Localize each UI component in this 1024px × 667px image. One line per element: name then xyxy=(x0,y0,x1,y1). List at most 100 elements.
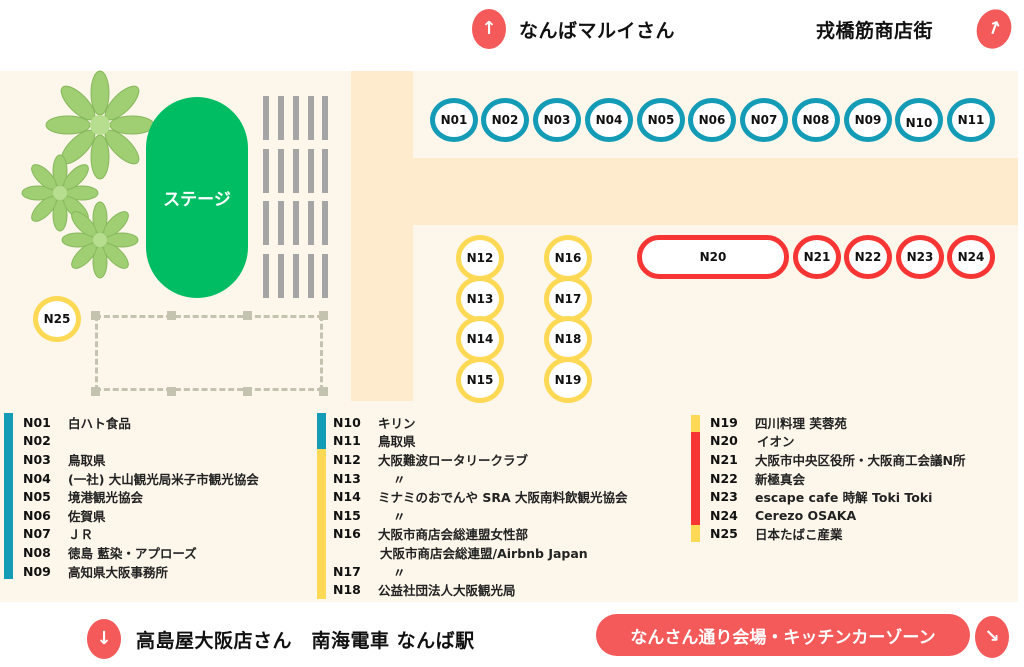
legend-name: ＪＲ xyxy=(68,527,94,543)
legend-name: 〃 xyxy=(393,471,406,487)
booth-n05[interactable]: N05 xyxy=(637,98,685,142)
seat-bench xyxy=(308,149,314,193)
legend-name: 鳥取県 xyxy=(378,434,416,450)
legend-color-bar-yellow xyxy=(317,449,326,599)
legend-code: N17 xyxy=(333,563,361,579)
legend-name: (一社) 大山観光局米子市観光協会 xyxy=(68,471,259,487)
seat-bench xyxy=(293,254,299,298)
booth-n08[interactable]: N08 xyxy=(792,98,840,142)
seat-bench xyxy=(278,96,284,140)
legend-name: 日本たばこ産業 xyxy=(755,527,843,543)
legend-code: N24 xyxy=(710,507,738,523)
legend-code: N22 xyxy=(710,470,738,486)
booth-n19[interactable]: N19 xyxy=(544,357,592,403)
legend-code: N18 xyxy=(333,582,361,598)
legend-name: 鳥取県 xyxy=(68,452,106,468)
legend-code: N19 xyxy=(710,414,738,430)
seat-bench xyxy=(293,201,299,245)
booth-n10[interactable]: N10 xyxy=(895,98,943,142)
legend-item: N25 日本たばこ産業 xyxy=(710,525,965,544)
arrow-down-right-icon[interactable]: ↘ xyxy=(975,616,1009,658)
booth-n14[interactable]: N14 xyxy=(456,316,504,362)
seat-bench xyxy=(322,149,328,193)
legend-name: イオン xyxy=(757,434,795,450)
seat-bench xyxy=(263,201,269,245)
direction-label-marui: なんばマルイさん xyxy=(519,20,676,42)
booth-n15[interactable]: N15 xyxy=(456,357,504,403)
booth-n20[interactable]: N20 xyxy=(637,235,789,279)
legend-item: N21 大阪市中央区役所・大阪商工会議N所 xyxy=(710,450,965,469)
tree-icon xyxy=(61,201,139,279)
legend-code: N16 xyxy=(333,526,361,542)
booth-n04[interactable]: N04 xyxy=(585,98,633,142)
fence-post xyxy=(319,387,328,396)
legend-name: キリン xyxy=(378,415,416,431)
booth-n07[interactable]: N07 xyxy=(740,98,788,142)
booth-n02[interactable]: N02 xyxy=(481,98,529,142)
corridor-vertical xyxy=(351,71,413,401)
tree-icon xyxy=(45,70,155,180)
fence-post xyxy=(167,311,176,320)
direction-label-ebisubashi: 戎橋筋商店街 xyxy=(816,20,934,42)
legend-item: N07 ＪＲ xyxy=(23,525,259,544)
booth-n11[interactable]: N11 xyxy=(947,98,995,142)
legend-name: 佐賀県 xyxy=(68,508,106,524)
legend-code: N08 xyxy=(23,544,51,560)
legend-code: N14 xyxy=(333,489,361,505)
legend-code: N12 xyxy=(333,451,361,467)
legend-name: 境港観光協会 xyxy=(68,490,144,506)
booth-n16[interactable]: N16 xyxy=(544,235,592,281)
booth-n24[interactable]: N24 xyxy=(947,235,995,279)
legend-color-bar-yellow xyxy=(691,525,700,542)
legend-code: N01 xyxy=(23,414,51,430)
legend-color-bar-blue xyxy=(317,413,326,449)
fence-post xyxy=(243,387,252,396)
legend-name: 〃 xyxy=(393,564,406,580)
booth-n06[interactable]: N06 xyxy=(688,98,736,142)
legend-name: 大阪市中央区役所・大阪商工会議N所 xyxy=(755,452,966,468)
direction-label-takashimaya-nankai: 高島屋大阪店さん 南海電車 なんば駅 xyxy=(136,630,475,652)
stage-label: ステージ xyxy=(163,190,231,210)
legend-name: 徳島 藍染・アプローズ xyxy=(68,545,197,561)
legend-code: N05 xyxy=(23,489,51,505)
booth-n23[interactable]: N23 xyxy=(896,235,944,279)
legend-item: N13 〃 xyxy=(333,469,628,488)
stage[interactable]: ステージ xyxy=(146,97,248,298)
legend-code: N07 xyxy=(23,526,51,542)
legend-color-bar-blue xyxy=(4,413,13,579)
legend-item: N15〃 xyxy=(333,506,628,525)
fenced-area xyxy=(95,315,323,391)
booth-n09[interactable]: N09 xyxy=(844,98,892,142)
legend-name: 大阪市商店会総連盟/Airbnb Japan xyxy=(380,545,588,561)
seat-bench xyxy=(293,96,299,140)
legend-color-bar-yellow xyxy=(691,415,700,432)
booth-n21[interactable]: N21 xyxy=(793,235,841,279)
booth-n22[interactable]: N22 xyxy=(844,235,892,279)
booth-n18[interactable]: N18 xyxy=(544,316,592,362)
legend-code: N21 xyxy=(710,451,738,467)
booth-n12[interactable]: N12 xyxy=(456,235,504,281)
seat-bench xyxy=(322,254,328,298)
legend-code: N06 xyxy=(23,507,51,523)
legend-code: N13 xyxy=(333,470,361,486)
legend-code: N02 xyxy=(23,433,51,449)
seat-bench xyxy=(308,201,314,245)
arrow-down-icon: ↓ xyxy=(87,619,121,659)
kitchen-car-zone-link[interactable]: なんさん通り会場・キッチンカーゾーン xyxy=(596,614,970,656)
booth-n01[interactable]: N01 xyxy=(430,98,478,142)
legend-item: 大阪市商店会総連盟/Airbnb Japan xyxy=(333,543,628,562)
seat-bench xyxy=(263,96,269,140)
seat-bench xyxy=(322,201,328,245)
booth-n03[interactable]: N03 xyxy=(533,98,581,142)
booth-n25[interactable]: N25 xyxy=(33,296,81,342)
legend-code: N25 xyxy=(710,526,738,542)
